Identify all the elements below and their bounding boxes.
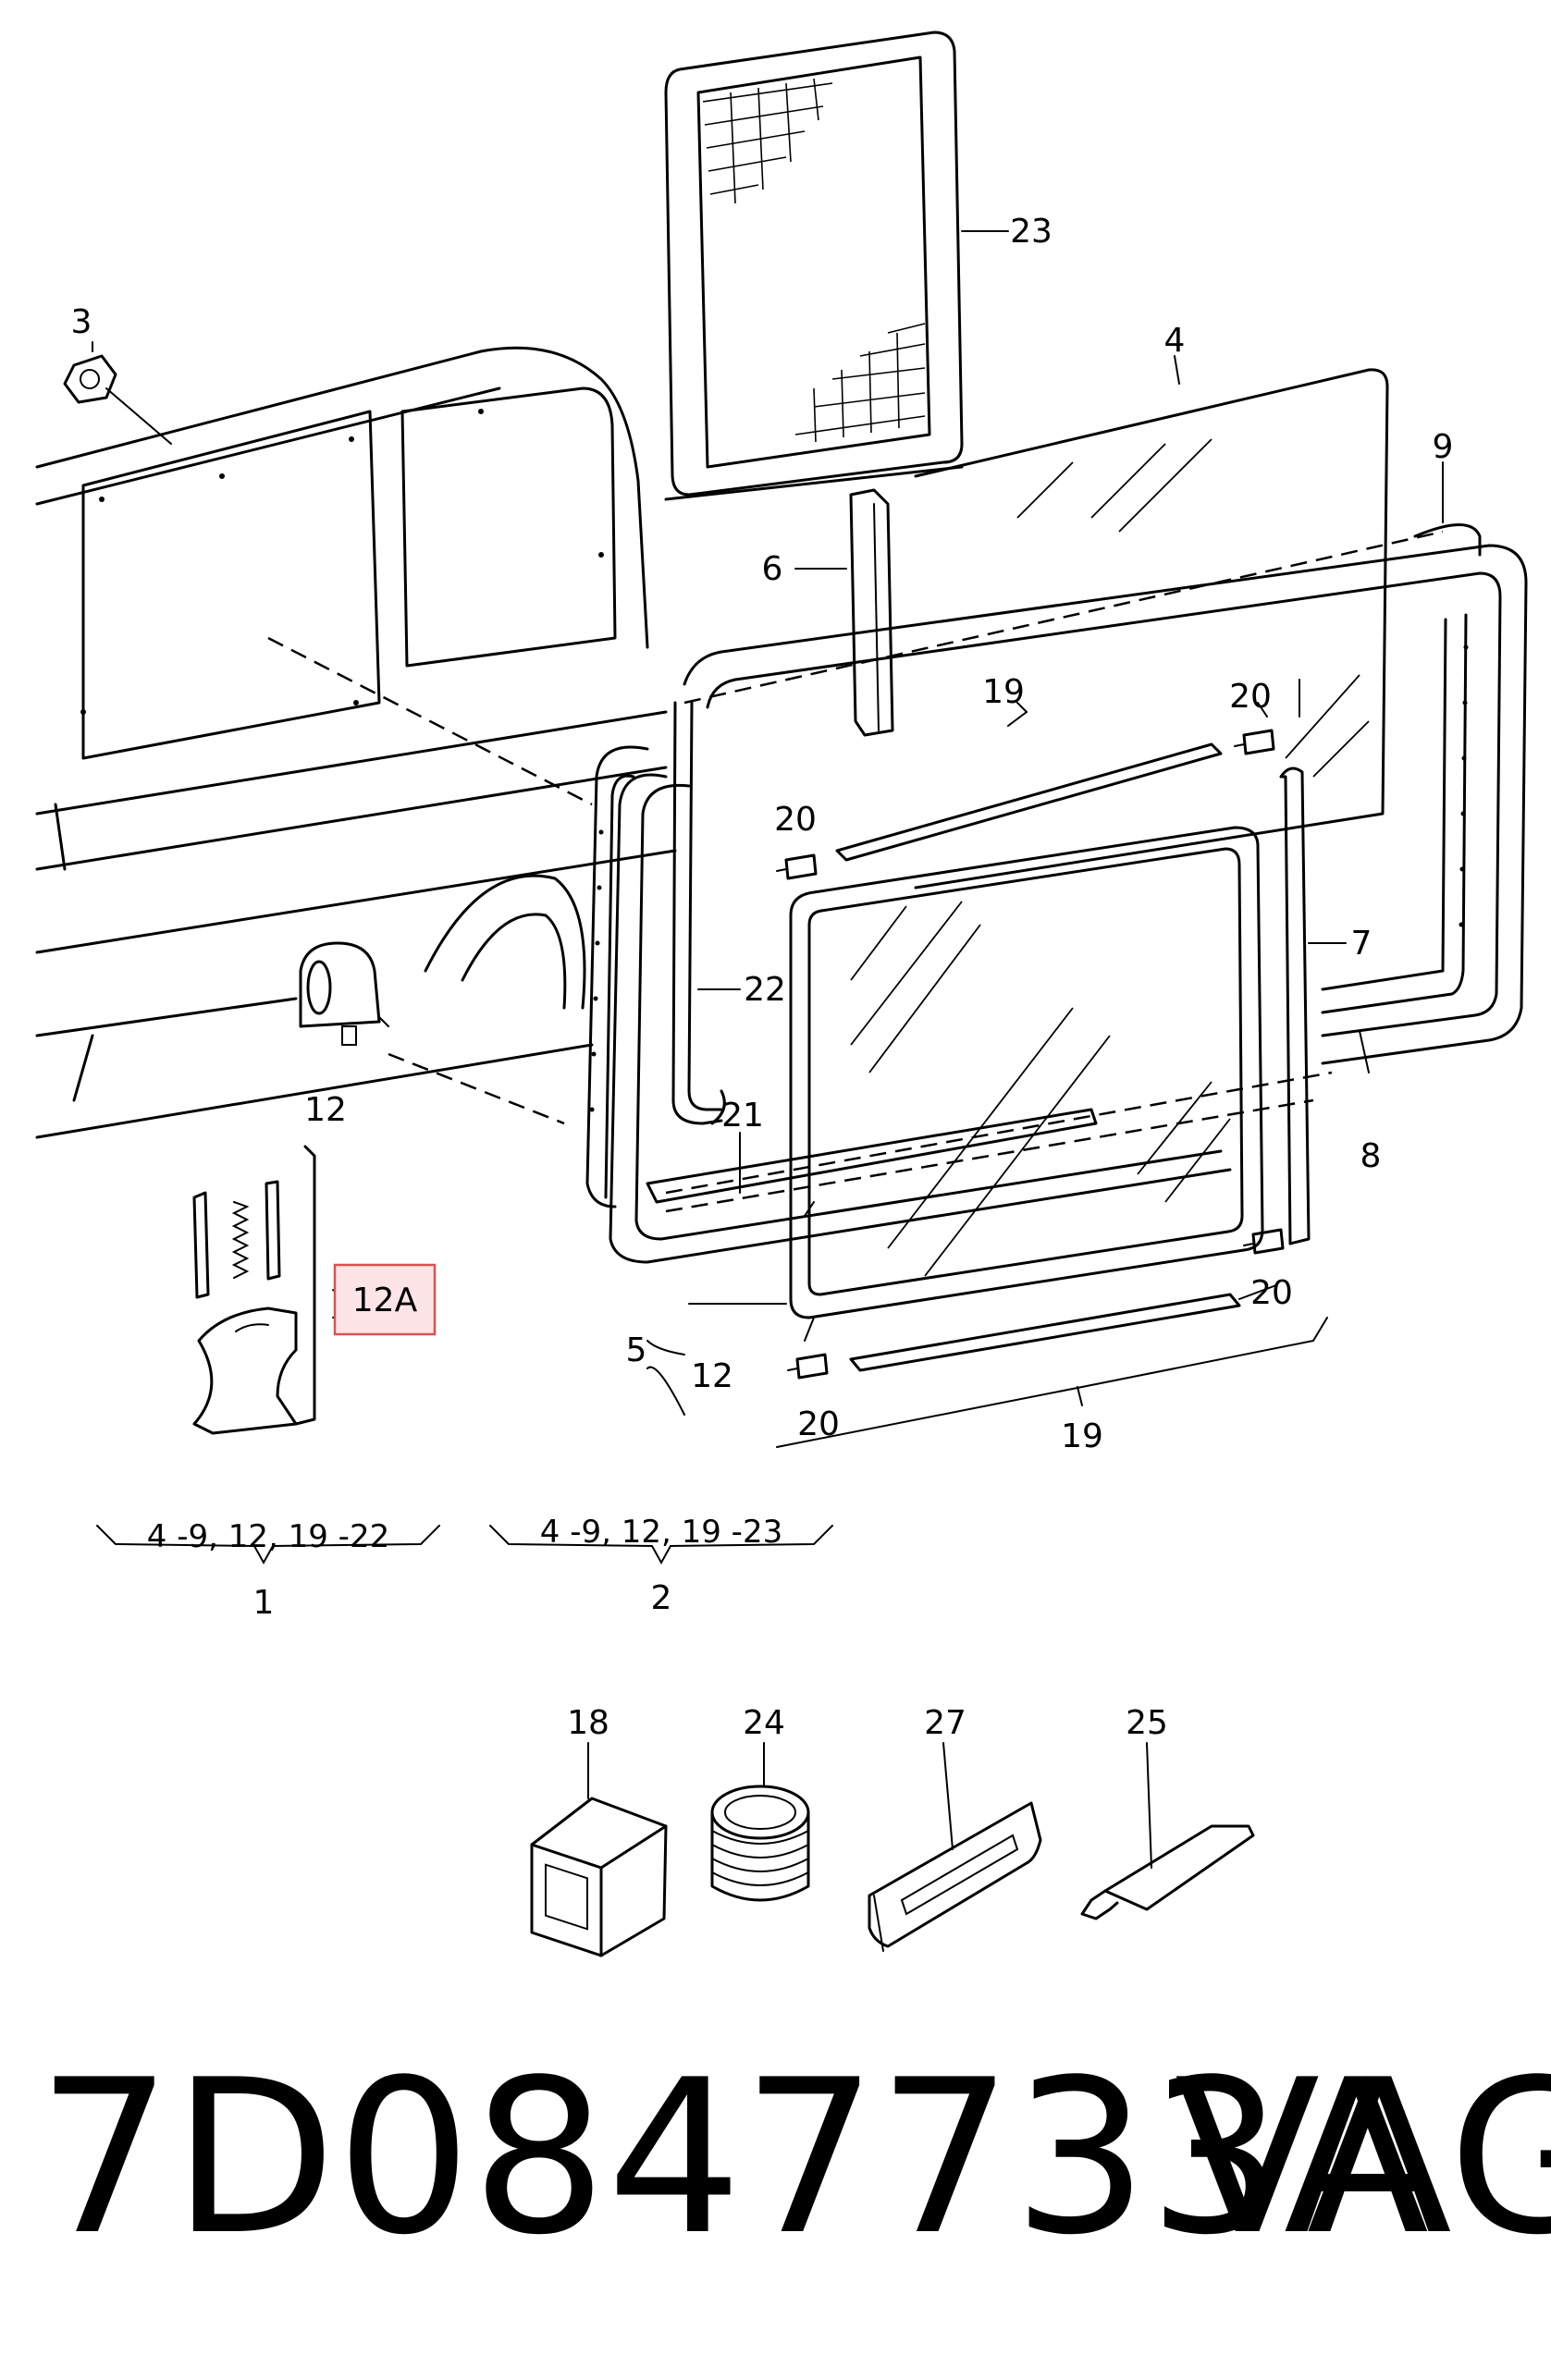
- callout-20-d: 20: [797, 1405, 840, 1443]
- rail-part-19-top: [835, 742, 1223, 862]
- nut-part-3: [63, 341, 172, 445]
- callout-18: 18: [567, 1704, 609, 1742]
- item-part-18: [530, 1742, 668, 1957]
- callout-12-glass: 12: [691, 1357, 733, 1395]
- callout-22: 22: [744, 971, 786, 1009]
- callout-20-a: 20: [774, 801, 817, 839]
- callout-12A: 12A: [352, 1282, 418, 1319]
- clip-part-20-b: [1234, 729, 1275, 755]
- seal-part-22: [671, 701, 726, 1125]
- item-part-25: [1080, 1742, 1255, 1920]
- callout-4: 4: [1164, 322, 1186, 360]
- callout-3: 3: [71, 303, 92, 341]
- lock-kit-part-12A: [192, 1145, 316, 1435]
- callout-8: 8: [1360, 1137, 1382, 1175]
- clip-part-20-d: [787, 1353, 829, 1380]
- callout-25: 25: [1126, 1704, 1168, 1742]
- callout-23: 23: [1010, 213, 1052, 251]
- leader-lines: [96, 230, 1444, 1565]
- callout-19-top: 19: [982, 673, 1025, 711]
- callout-1: 1: [253, 1584, 275, 1622]
- callout-2: 2: [651, 1579, 672, 1617]
- rail-part-19-bottom: [849, 1293, 1241, 1372]
- rail-part-21: [646, 1071, 1333, 1213]
- frame-part-5: [585, 644, 1469, 1264]
- callout-21: 21: [721, 1097, 764, 1135]
- callout-19-bottom: 19: [1061, 1417, 1103, 1455]
- sliding-glass: [789, 826, 1264, 1319]
- callout-labels: 3 4 9 23 6 19 20 20 7 22 12 21 8 20 5 12…: [71, 213, 1454, 1742]
- van-body: [35, 346, 677, 1139]
- callout-24: 24: [743, 1704, 785, 1742]
- fixed-glass-part-4: [914, 368, 1389, 889]
- guide-part-7: [1279, 767, 1347, 1245]
- callout-27: 27: [924, 1704, 966, 1742]
- item-part-27: [868, 1742, 1042, 1952]
- callout-20-c: 20: [1250, 1274, 1293, 1312]
- cap-part-12: [299, 941, 389, 1046]
- frame-part-9: [683, 523, 1482, 705]
- callout-5: 5: [626, 1331, 647, 1369]
- outer-frame-part-8: [683, 544, 1528, 1073]
- callout-20-b: 20: [1229, 678, 1272, 716]
- highlight-box-12A: [333, 1263, 437, 1336]
- part-number: 7D0847733A: [37, 2035, 1430, 2282]
- callout-6: 6: [762, 550, 783, 588]
- callout-9: 9: [1433, 428, 1454, 466]
- fly-screen-part-23: [664, 31, 964, 501]
- callout-7: 7: [1351, 925, 1373, 963]
- item-part-24: [710, 1742, 810, 1902]
- group-1-range: 4 -9, 12, 19 -22: [147, 1518, 389, 1555]
- group-2-range: 4 -9, 12, 19 -23: [540, 1514, 782, 1551]
- clip-part-20-c: [1243, 1228, 1285, 1255]
- clip-part-20-a: [776, 853, 818, 880]
- guide-channel-part-6: [849, 488, 894, 737]
- manufacturer-name: VAG: [1175, 2035, 1551, 2282]
- callout-12-cap: 12: [304, 1091, 347, 1129]
